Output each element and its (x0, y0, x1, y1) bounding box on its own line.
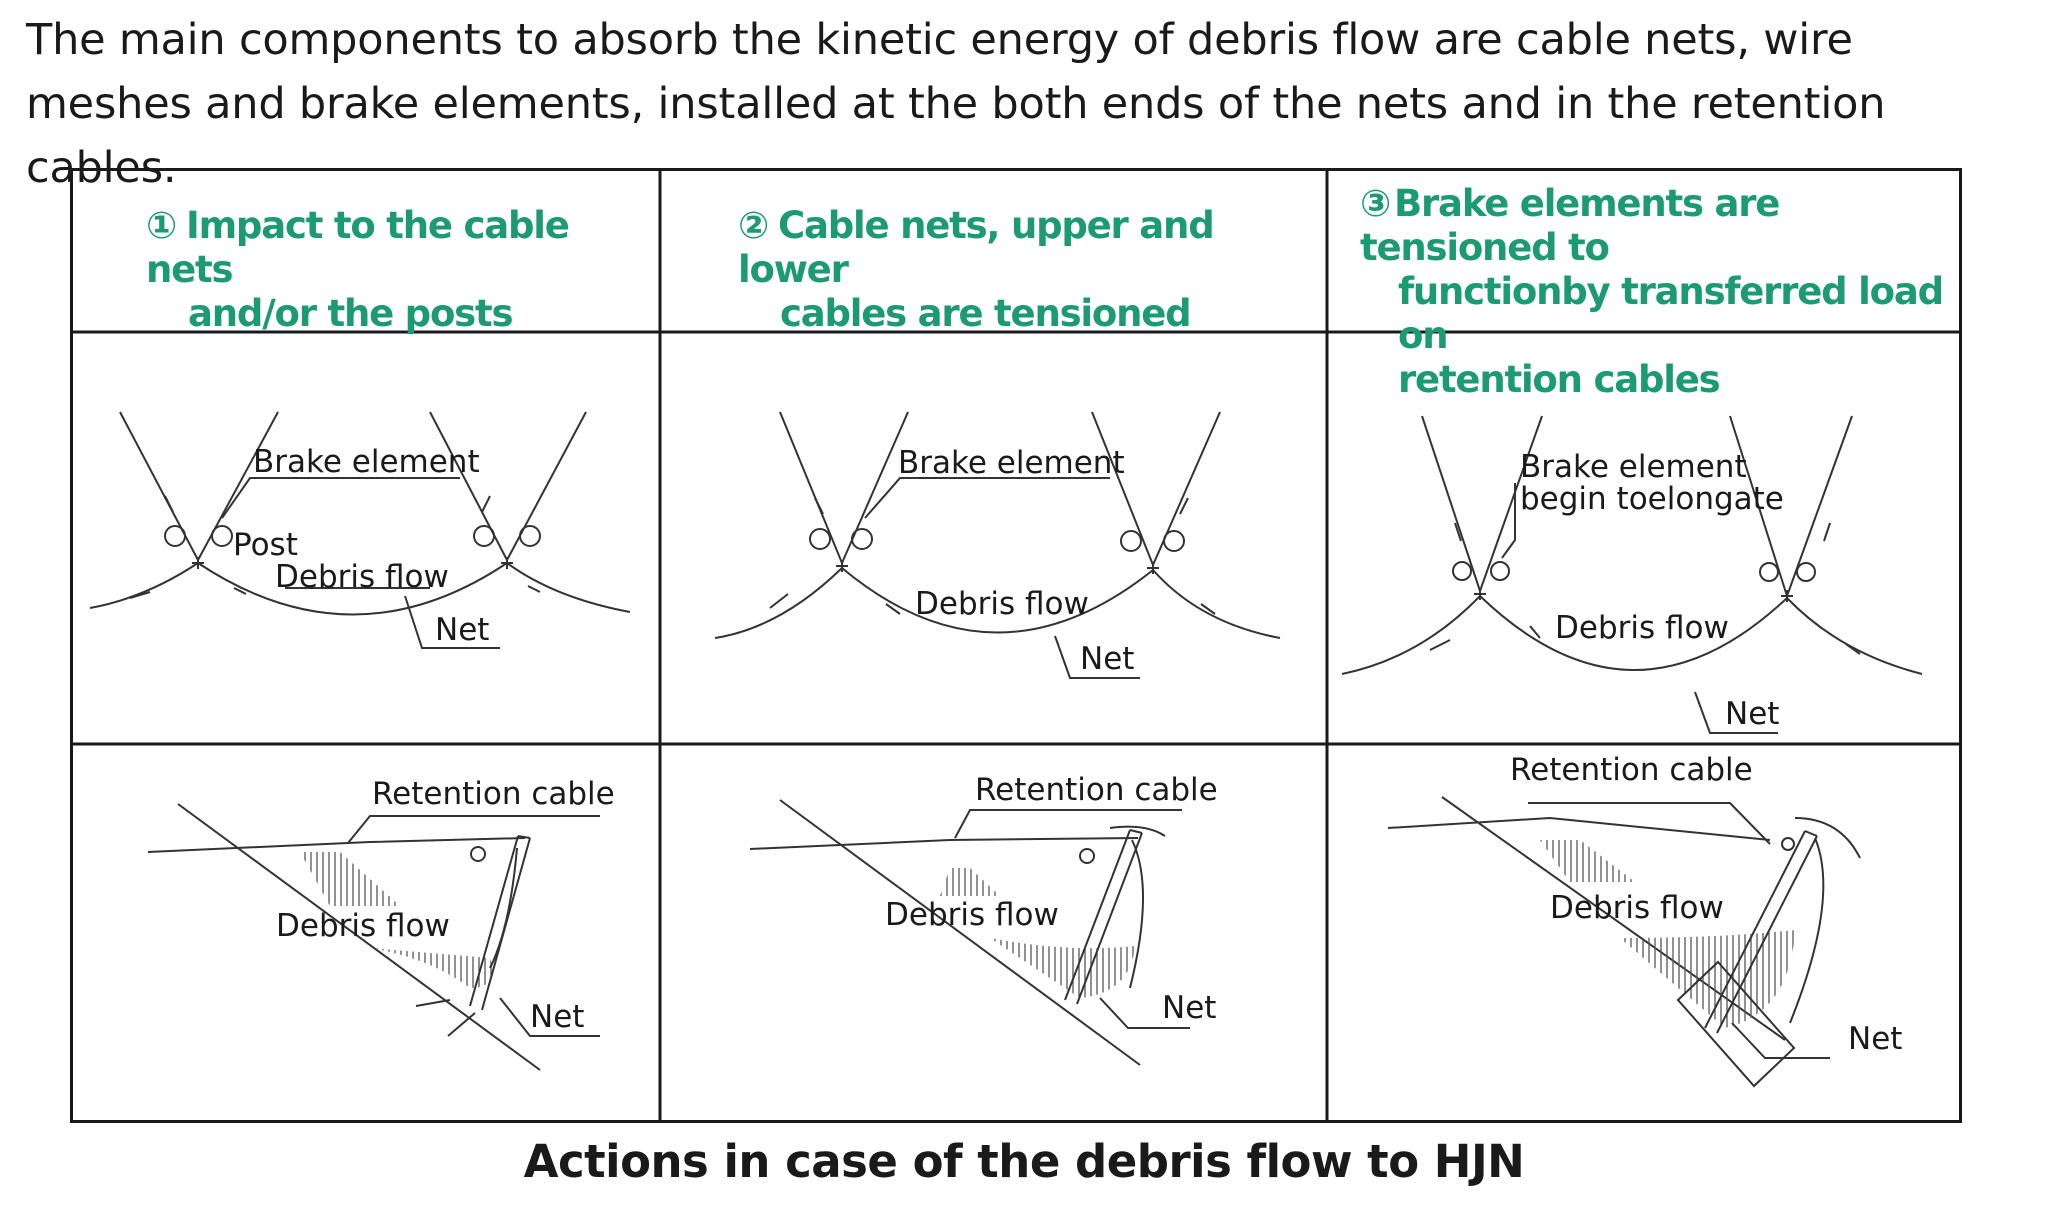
plan3-net-label: Net (1725, 696, 1779, 732)
plan2-debris-label: Debris flow (915, 586, 1089, 622)
section-diagram-3 (1387, 796, 1861, 1088)
plan2-brake-label: Brake element (898, 445, 1125, 481)
section1-net-label: Net (530, 999, 584, 1035)
plan-diagram-3 (1341, 415, 1923, 734)
plan1-debris-label: Debris flow (275, 559, 449, 595)
stage-2-title-line1: Cable nets, upper and lower (738, 204, 1215, 291)
plan1-net-label: Net (435, 612, 489, 648)
stage-table: Brake element Post Debris flow Net Brake… (70, 168, 1962, 1123)
section1-retention-label: Retention cable (372, 776, 615, 812)
intro-text: The main components to absorb the kineti… (26, 15, 1886, 193)
stage-2-number: ② (738, 204, 769, 247)
stage-1-title-line2: and/or the posts (188, 292, 513, 335)
stage-1-number: ① (146, 204, 177, 247)
stage-3-title-line1: Brake elements are tensioned to (1360, 182, 1780, 269)
plan1-brake-label: Brake element (253, 444, 480, 480)
figure-caption: Actions in case of the debris flow to HJ… (523, 1135, 1525, 1188)
section-diagram-2 (749, 799, 1190, 1066)
stage-3-title-line3: retention cables (1398, 358, 1721, 401)
section2-debris-label: Debris flow (885, 897, 1059, 933)
plan1-post-label: Post (233, 527, 298, 563)
section3-retention-label: Retention cable (1510, 752, 1753, 788)
section1-debris-label: Debris flow (276, 908, 450, 944)
stage-1-title-line1: Impact to the cable nets (146, 204, 570, 291)
stage-2-title-line2: cables are tensioned (780, 292, 1192, 335)
stage-table-drawing: Brake element Post Debris flow Net Brake… (70, 168, 1962, 1123)
plan3-brake-label-line2: begin toelongate (1520, 481, 1784, 517)
stage-3-number: ③ (1360, 182, 1391, 225)
plan2-net-label: Net (1080, 641, 1134, 677)
section3-net-label: Net (1848, 1021, 1902, 1057)
section3-debris-label: Debris flow (1550, 890, 1724, 926)
section-diagram-1 (147, 803, 600, 1071)
plan3-debris-label: Debris flow (1555, 610, 1729, 646)
plan3-brake-label-line1: Brake element (1520, 449, 1747, 485)
plan-diagram-2 (714, 411, 1281, 679)
table-grid-lines (70, 168, 1962, 1123)
section2-retention-label: Retention cable (975, 772, 1218, 808)
stage-3-title-line2: functionby transferred load on (1398, 270, 1944, 357)
plan-diagram-1 (89, 411, 631, 649)
section2-net-label: Net (1162, 990, 1216, 1026)
